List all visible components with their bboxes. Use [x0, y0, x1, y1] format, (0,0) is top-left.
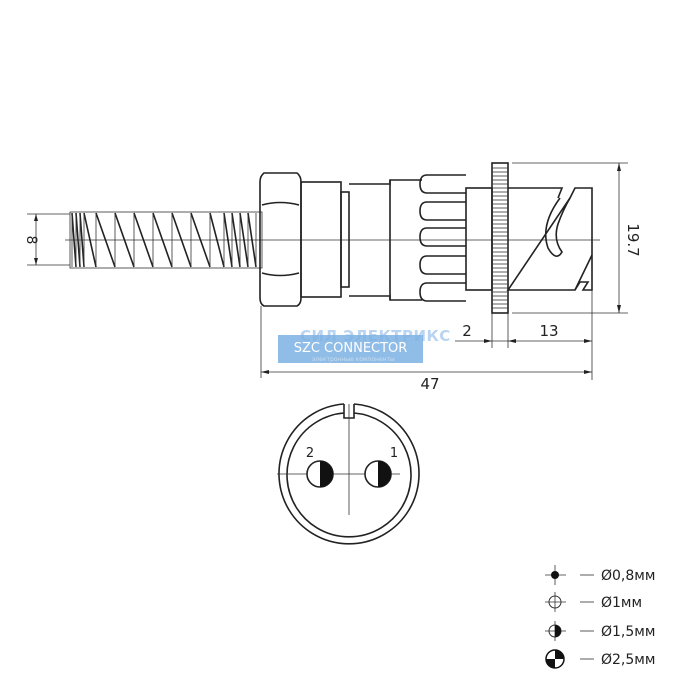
legend-label: Ø2,5мм [601, 652, 655, 668]
spring [69, 211, 263, 269]
spring-coil [95, 212, 116, 268]
spring-coil [239, 212, 249, 268]
pin-1.5-icon [545, 621, 566, 641]
spring-coil [114, 212, 135, 268]
pin-2 [306, 460, 334, 488]
spring-coil [152, 212, 173, 268]
dimension-label-13: 13 [539, 322, 558, 340]
spring-coil [190, 212, 211, 268]
dimension-2-13: 2 13 [455, 290, 593, 380]
legend-label: Ø0,8мм [601, 568, 655, 584]
grip-fin [419, 227, 466, 247]
dimension-label-19-7: 19.7 [624, 223, 642, 256]
legend-label: Ø1,5мм [601, 624, 655, 640]
spring-coil [231, 212, 241, 268]
dimension-label-2: 2 [462, 322, 472, 340]
watermark-subtitle: электронные компоненты [312, 356, 395, 363]
hex-nut [259, 172, 302, 307]
legend: Ø0,8мм Ø1мм Ø1,5мм Ø2,5мм [545, 565, 655, 669]
dimension-8: 8 [23, 213, 70, 266]
spring-coil [209, 212, 225, 268]
knurled-ring [491, 162, 509, 314]
spring-coil [171, 212, 192, 268]
pin-2.5-icon [545, 649, 565, 669]
spring-coil [71, 212, 77, 268]
grip-fin [419, 282, 466, 302]
spring-coil [75, 212, 81, 268]
pin-1 [364, 460, 392, 488]
dimension-19-7: 19.7 [512, 162, 642, 314]
pin-label-1: 1 [390, 446, 398, 461]
pin-0.8-icon [545, 565, 566, 585]
spring-coil [83, 212, 97, 268]
spring-coil [247, 212, 257, 268]
connector-body [300, 174, 493, 302]
connector-front [506, 187, 593, 291]
grip-fin [419, 255, 466, 275]
spring-coil [133, 212, 154, 268]
dimension-47: 47 [260, 306, 592, 393]
pin-label-2: 2 [306, 446, 314, 461]
grip-fin [419, 174, 466, 194]
spring-coil [223, 212, 233, 268]
dimension-label-47: 47 [420, 375, 439, 393]
watermark-label: SZC CONNECTOR [278, 335, 423, 363]
dimension-label-8: 8 [23, 236, 39, 245]
spring-coil [79, 212, 85, 268]
pin-1-icon [545, 592, 566, 612]
front-view: 2 1 [277, 403, 420, 545]
grip-fin [419, 201, 466, 221]
legend-label: Ø1мм [601, 595, 642, 611]
